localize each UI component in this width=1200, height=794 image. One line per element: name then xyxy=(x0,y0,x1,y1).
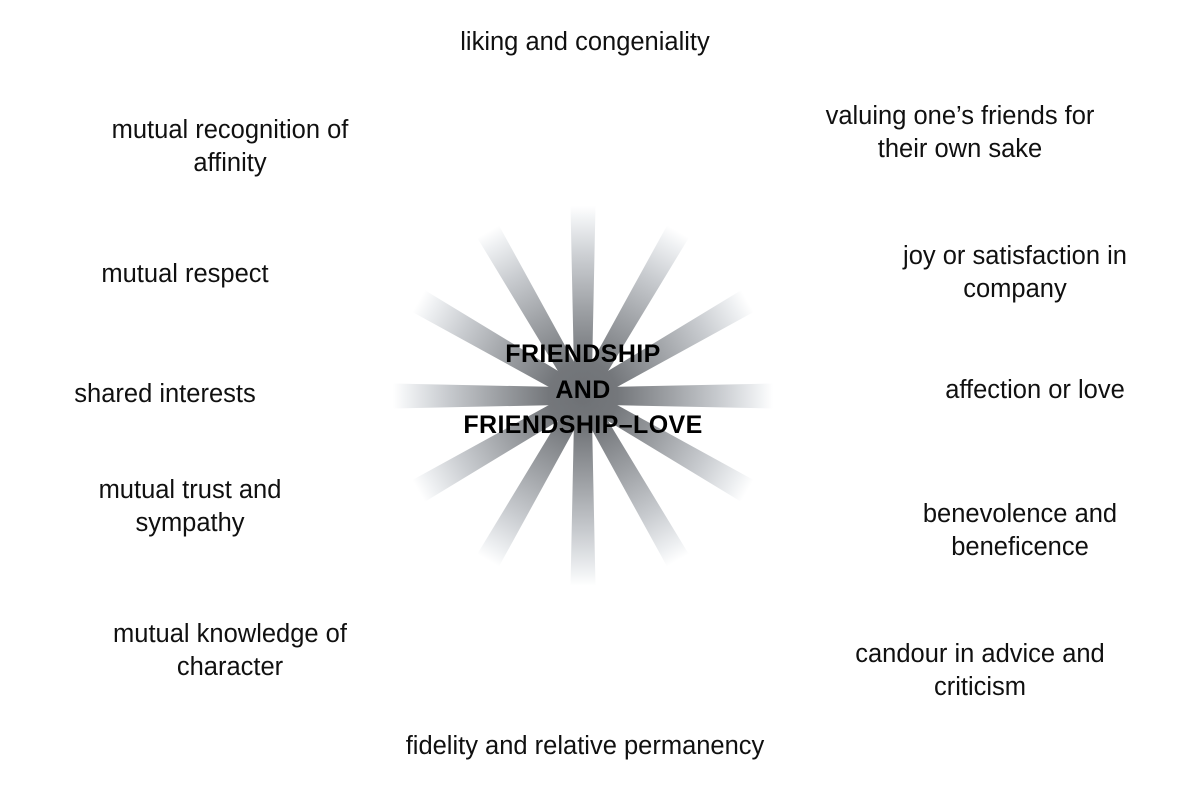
spoke-label-shared-interests: shared interests xyxy=(74,380,256,408)
center-title: FRIENDSHIP AND FRIENDSHIP–LOVE xyxy=(463,340,703,439)
spoke-label-benevolence-and-beneficence: benevolence and beneficence xyxy=(922,500,1118,561)
spoke-label-mutual-respect: mutual respect xyxy=(101,260,269,288)
spoke-label-joy-or-satisfaction: joy or satisfaction in company xyxy=(903,242,1127,303)
spoke-label-mutual-trust-and-sympathy: mutual trust and sympathy xyxy=(98,476,282,537)
spoke-label-candour-in-advice: candour in advice and criticism xyxy=(855,640,1105,701)
spoke-label-liking-and-congeniality: liking and congeniality xyxy=(460,28,710,56)
spoke-label-mutual-recognition-of-affinity: mutual recognition of affinity xyxy=(111,116,349,177)
spoke-label-valuing-ones-friends: valuing one’s friends for their own sake xyxy=(825,102,1095,163)
spoke-label-mutual-knowledge-of-character: mutual knowledge of character xyxy=(113,620,347,681)
spoke-label-affection-or-love: affection or love xyxy=(945,376,1125,404)
spoke-label-fidelity-and-permanency: fidelity and relative permanency xyxy=(405,732,765,760)
